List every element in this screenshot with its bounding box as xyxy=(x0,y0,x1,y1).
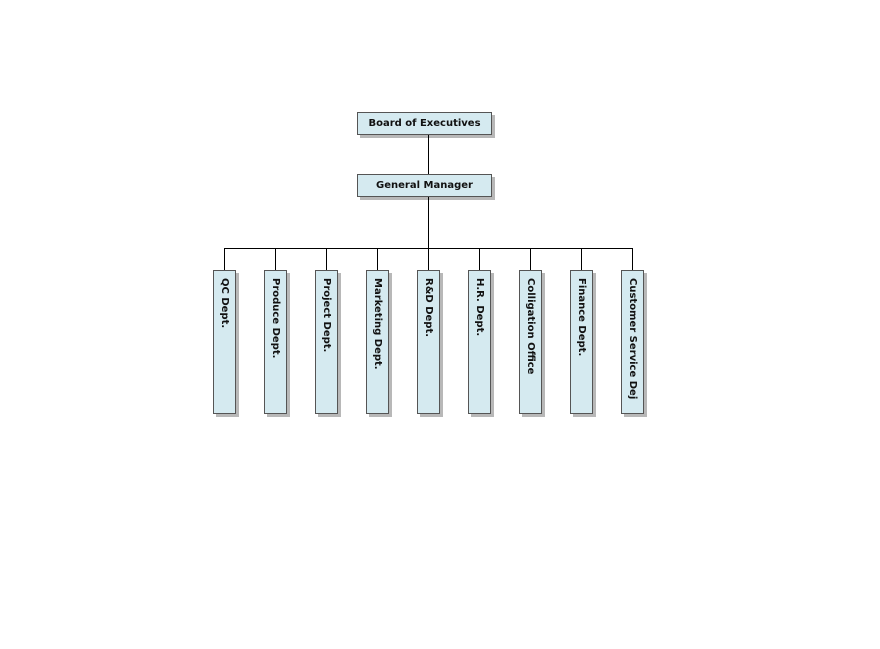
node-label: Board of Executives xyxy=(368,118,481,129)
node-department[interactable]: Project Dept. xyxy=(315,270,338,414)
node-label: Customer Service Dej xyxy=(627,278,638,400)
node-department[interactable]: QC Dept. xyxy=(213,270,236,414)
node-department[interactable]: Marketing Dept. xyxy=(366,270,389,414)
connector-line xyxy=(377,248,378,270)
connector-line xyxy=(479,248,480,270)
connector-line xyxy=(326,248,327,270)
connector-line xyxy=(581,248,582,270)
node-label: Colligation Office xyxy=(525,278,536,375)
node-label: QC Dept. xyxy=(219,278,230,329)
node-general-manager[interactable]: General Manager xyxy=(357,174,492,197)
connector-line xyxy=(275,248,276,270)
node-board-of-executives[interactable]: Board of Executives xyxy=(357,112,492,135)
connector-line xyxy=(530,248,531,270)
node-department[interactable]: Colligation Office xyxy=(519,270,542,414)
node-label: Project Dept. xyxy=(321,278,332,353)
node-label: Finance Dept. xyxy=(576,278,587,357)
node-label: Marketing Dept. xyxy=(372,278,383,370)
node-label: Produce Dept. xyxy=(270,278,281,359)
connector-line xyxy=(428,135,429,174)
connector-line xyxy=(632,248,633,270)
node-department[interactable]: R&D Dept. xyxy=(417,270,440,414)
node-department[interactable]: Produce Dept. xyxy=(264,270,287,414)
connector-line xyxy=(224,248,225,270)
node-label: General Manager xyxy=(376,180,473,191)
node-department[interactable]: H.R. Dept. xyxy=(468,270,491,414)
connector-line xyxy=(428,197,429,248)
node-label: H.R. Dept. xyxy=(474,278,485,337)
node-department[interactable]: Customer Service Dej xyxy=(621,270,644,414)
node-label: R&D Dept. xyxy=(423,278,434,338)
node-department[interactable]: Finance Dept. xyxy=(570,270,593,414)
connector-line xyxy=(428,248,429,270)
